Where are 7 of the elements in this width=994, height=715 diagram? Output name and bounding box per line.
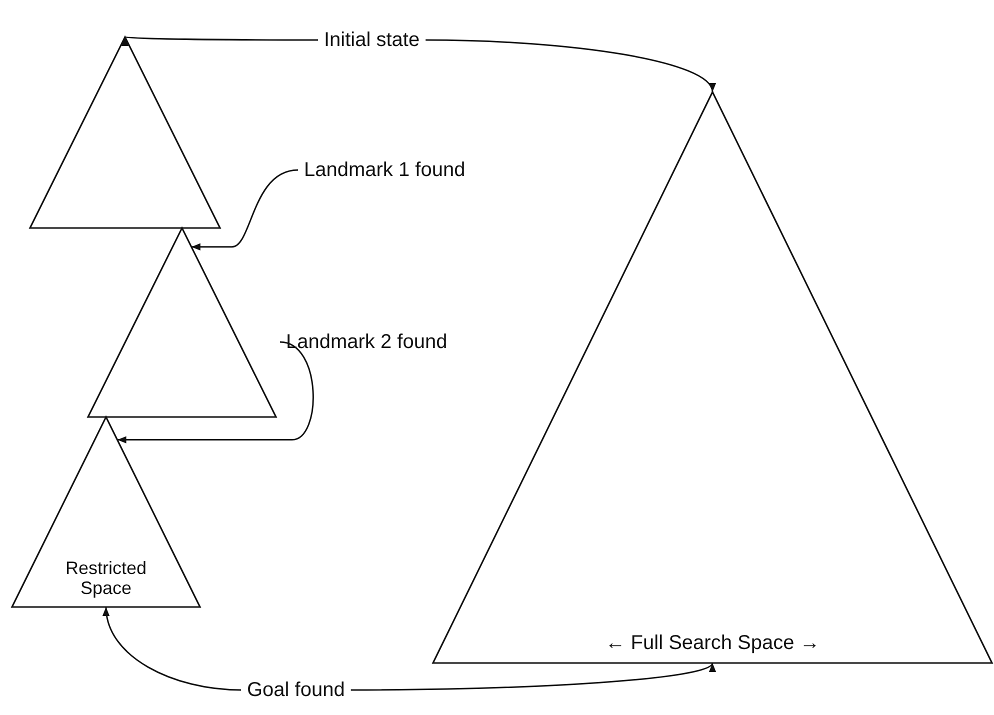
curved-arrow — [426, 39, 714, 92]
curved-arrow — [191, 169, 298, 250]
triangle-label: ← Full Search Space → — [604, 632, 821, 655]
curved-arrow — [350, 662, 714, 691]
triangle-label: Restricted Space — [64, 558, 148, 599]
curved-arrow — [103, 606, 242, 691]
curved-arrow — [117, 341, 314, 444]
